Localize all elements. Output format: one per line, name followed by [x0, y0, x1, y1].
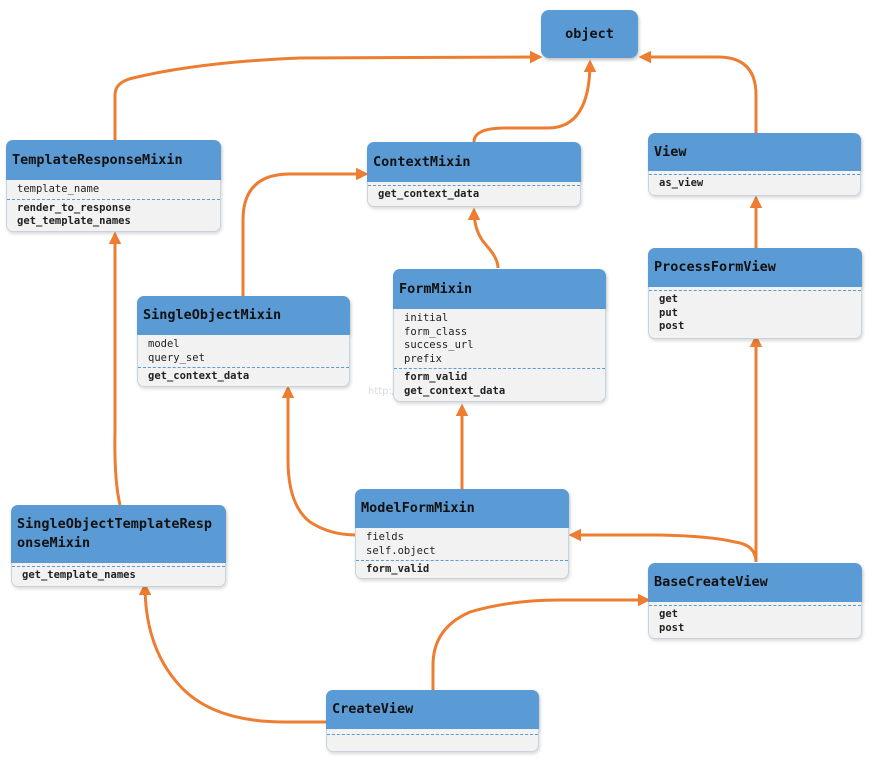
method: get_context_data	[378, 188, 480, 200]
class-title: ModelFormMixin	[361, 500, 475, 516]
attribute: query_set	[148, 351, 205, 364]
class-title: object	[565, 25, 614, 42]
method: put	[659, 306, 678, 319]
method: render_to_response	[17, 201, 131, 214]
class-header: ProcessFormView	[648, 248, 862, 287]
class-title: TemplateResponseMixin	[12, 151, 183, 168]
separator	[368, 185, 580, 186]
class-header: View	[648, 133, 861, 171]
class-members: fields self.object form_valid	[355, 528, 569, 579]
method: form_valid	[404, 371, 468, 383]
method: post	[659, 621, 685, 634]
class-title: BaseCreateView	[654, 574, 768, 590]
attribute: template_name	[17, 183, 100, 195]
arrow-context-mixin-to-object	[472, 59, 597, 143]
arrow-single-object-mixin-to-context-mixin	[241, 167, 369, 296]
separator	[327, 734, 538, 735]
class-members: get_template_names	[11, 563, 226, 587]
method: as_view	[659, 177, 704, 189]
class-header: CreateView	[326, 690, 539, 729]
attribute: prefix	[404, 352, 442, 365]
arrow-create-view-to-single-object-template-response-mixin	[138, 582, 328, 724]
class-title: View	[654, 143, 687, 160]
method: get	[659, 293, 678, 305]
class-title: CreateView	[332, 701, 414, 717]
method: get	[659, 608, 678, 620]
arrow-model-form-mixin-to-single-object-mixin	[281, 385, 357, 537]
class-members: get put post	[648, 287, 862, 339]
class-title: ProcessFormView	[654, 259, 776, 275]
separator	[138, 367, 349, 368]
separator	[356, 560, 568, 561]
class-members: get_context_data	[367, 182, 581, 207]
class-title: FormMixin	[399, 280, 473, 297]
arrow-single-object-template-response-mixin-to-template-response-mixin	[108, 231, 122, 506]
class-header: BaseCreateView	[648, 563, 862, 602]
arrow-template-response-mixin-to-object	[113, 50, 543, 140]
class-header: ContextMixin	[367, 142, 581, 182]
separator	[394, 368, 605, 369]
separator	[7, 198, 220, 200]
arrow-base-create-view-to-model-form-mixin	[568, 528, 758, 563]
separator	[649, 605, 861, 606]
class-title: SingleObjectMixin	[143, 307, 282, 323]
attribute: self.object	[366, 544, 436, 557]
arrow-view-to-object	[638, 50, 758, 133]
arrow-create-view-to-base-create-view	[431, 593, 651, 690]
arrow-form-mixin-to-context-mixin	[467, 207, 500, 269]
class-header: SingleObjectTemplateResponseMixin	[11, 505, 226, 563]
method: get_template_names	[22, 569, 136, 581]
class-header: FormMixin	[393, 269, 606, 309]
class-members: get post	[648, 602, 862, 639]
method: post	[659, 320, 685, 332]
class-members: model query_set get_context_data	[137, 335, 350, 387]
method: get_template_names	[17, 215, 131, 227]
method: get_context_data	[148, 370, 250, 382]
method: form_valid	[366, 563, 430, 575]
class-title: SingleObjectTemplateResponseMixin	[17, 516, 213, 551]
class-members: as_view	[648, 171, 861, 196]
class-header: SingleObjectMixin	[137, 296, 350, 335]
class-members: template_name render_to_response get_tem…	[6, 180, 221, 232]
attribute: model	[148, 338, 180, 350]
separator	[12, 566, 225, 567]
attribute: fields	[366, 531, 404, 543]
attribute: success_url	[404, 339, 474, 351]
class-members: initial form_class success_url prefix fo…	[393, 309, 606, 402]
method: get_context_data	[404, 384, 506, 397]
class-members	[326, 729, 539, 752]
separator	[649, 290, 861, 291]
class-header: ModelFormMixin	[355, 489, 569, 528]
class-box-object: object	[541, 10, 638, 58]
class-title: ContextMixin	[373, 153, 471, 170]
attribute: form_class	[404, 325, 468, 338]
class-header: TemplateResponseMixin	[6, 140, 221, 180]
separator	[649, 174, 860, 175]
class-header: object	[541, 10, 638, 58]
attribute: initial	[404, 312, 449, 324]
